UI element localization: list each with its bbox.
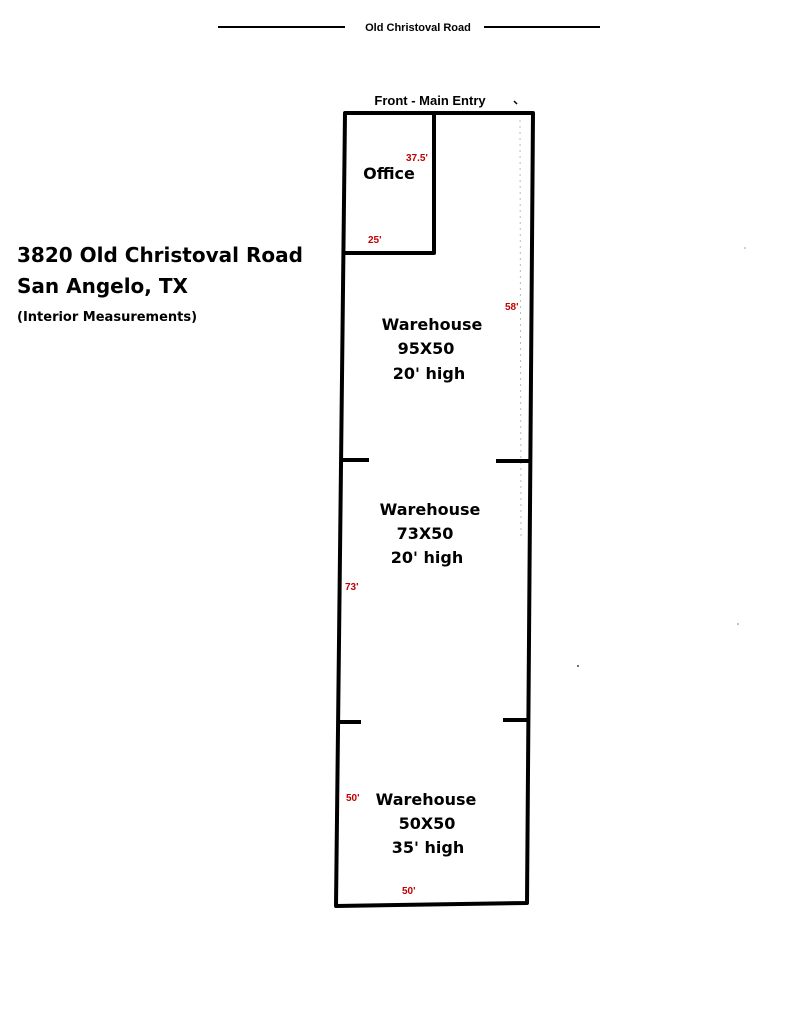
office-dim-side: 37.5'	[406, 153, 428, 164]
road: Old Christoval Road	[218, 22, 600, 34]
section-1-name: Warehouse	[382, 315, 483, 334]
speck	[577, 665, 579, 667]
address-line-2: San Angelo, TX	[17, 274, 188, 298]
building-outline	[334, 111, 535, 908]
entry-tick	[513, 100, 518, 105]
section-2-height: 20' high	[391, 548, 463, 567]
section-2-size: 73X50	[397, 524, 454, 543]
speck	[737, 623, 739, 625]
section-3-size: 50X50	[399, 814, 456, 833]
section-3-dim: 50'	[346, 793, 360, 804]
office-walls	[344, 115, 436, 255]
bottom-dim: 50'	[402, 886, 416, 897]
office-dim-bottom: 25'	[368, 235, 382, 246]
speck	[744, 247, 746, 249]
entry-label: Front - Main Entry	[374, 93, 486, 108]
office-label: Office	[363, 164, 415, 183]
building-walls	[334, 111, 535, 908]
office-room: Office 37.5' 25'	[344, 115, 436, 255]
warehouse-section-3: Warehouse 50X50 35' high 50'	[346, 790, 477, 857]
section-1-size: 95X50	[398, 339, 455, 358]
section-3-name: Warehouse	[376, 790, 477, 809]
address-line-1: 3820 Old Christoval Road	[17, 243, 303, 267]
section-1-dim: 58'	[505, 302, 519, 313]
warehouse-section-2: Warehouse 73X50 20' high 73'	[345, 500, 481, 593]
address-block: 3820 Old Christoval Road San Angelo, TX …	[17, 243, 303, 325]
section-3-height: 35' high	[392, 838, 464, 857]
section-1-height: 20' high	[393, 364, 465, 383]
partition-stubs	[339, 458, 529, 724]
warehouse-section-1: Warehouse 95X50 20' high 58'	[382, 302, 519, 383]
sketch-line	[519, 119, 522, 541]
section-2-name: Warehouse	[380, 500, 481, 519]
measurement-note: (Interior Measurements)	[17, 310, 197, 325]
road-label: Old Christoval Road	[365, 22, 471, 34]
section-2-dim: 73'	[345, 582, 359, 593]
